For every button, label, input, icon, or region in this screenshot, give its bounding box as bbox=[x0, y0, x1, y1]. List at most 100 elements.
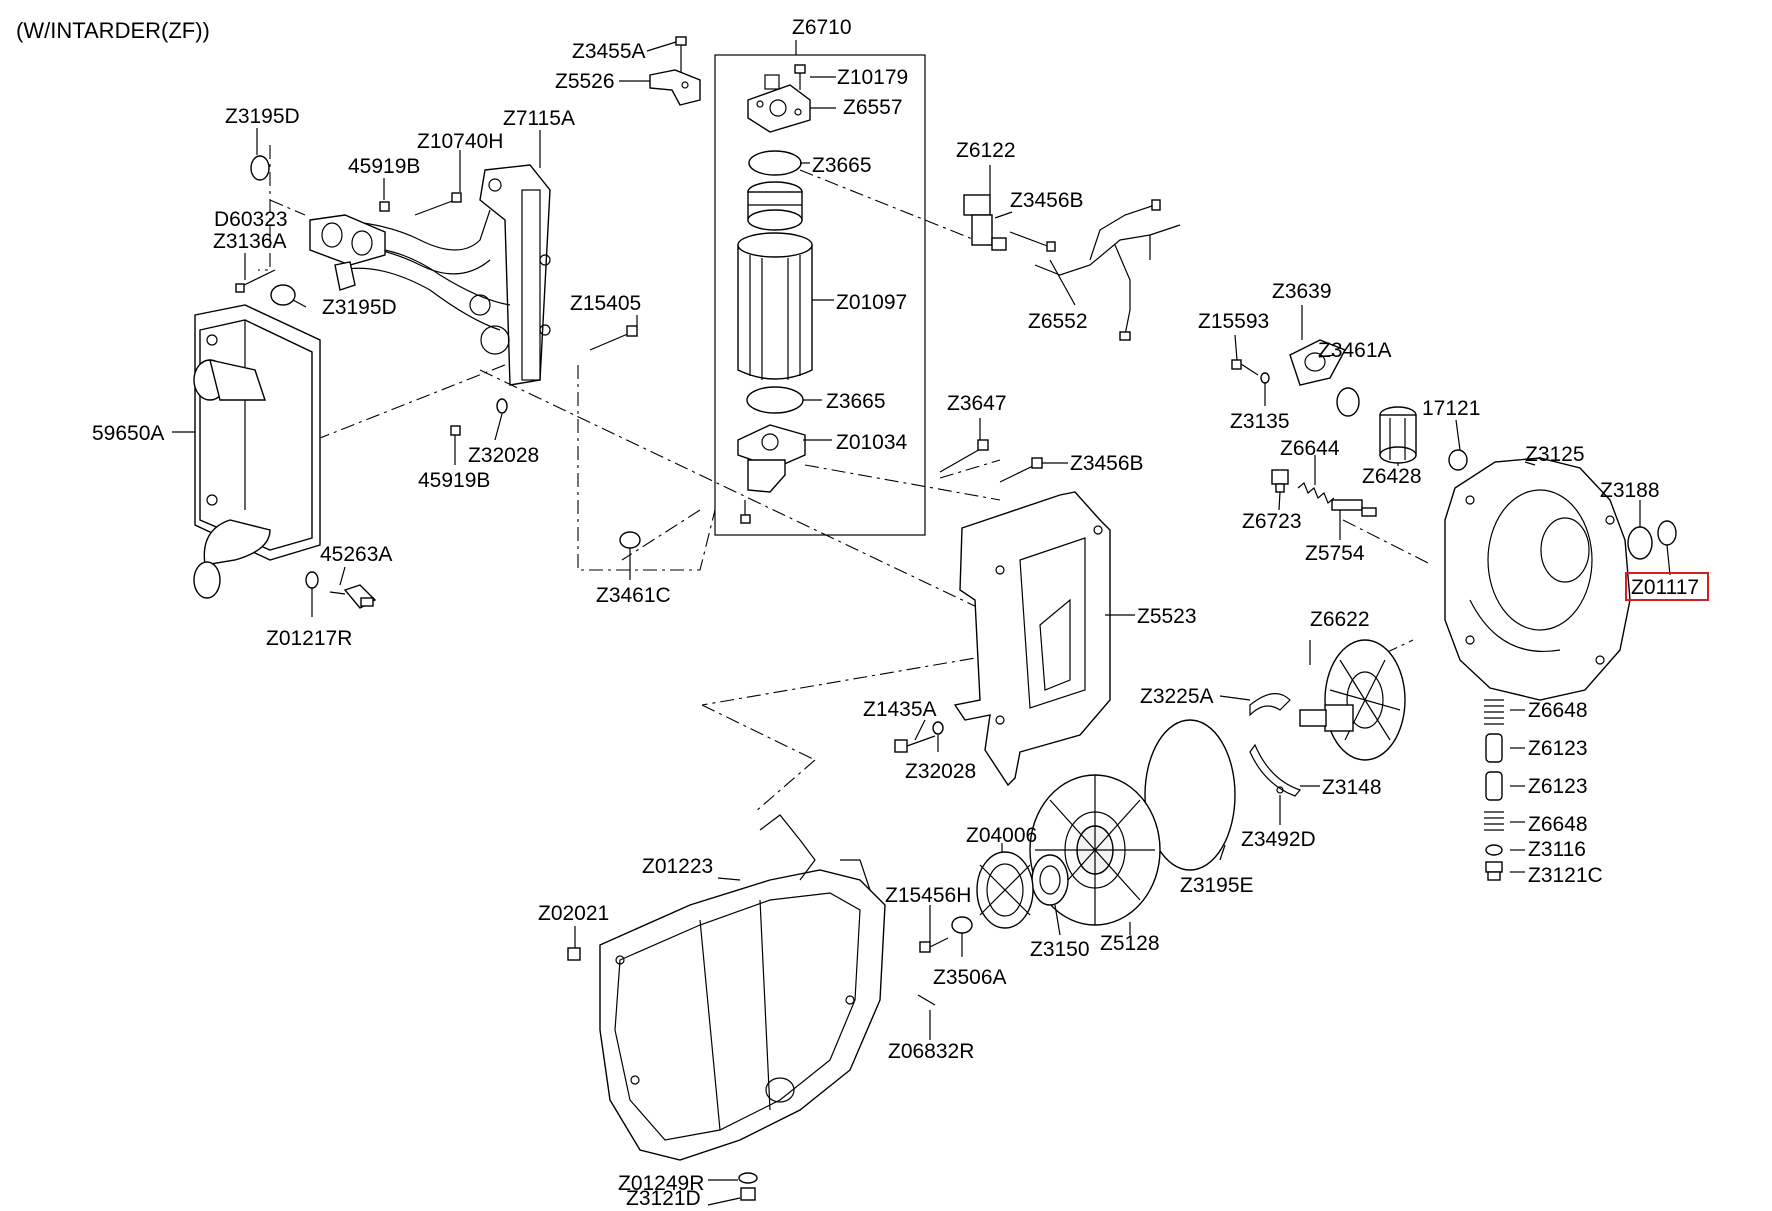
label-z01249r[interactable]: Z01249R bbox=[618, 1172, 704, 1195]
label-z3455a[interactable]: Z3455A bbox=[572, 40, 646, 63]
gasket-z3225a[interactable] bbox=[1249, 693, 1291, 717]
filter-cap-bolt[interactable] bbox=[794, 64, 806, 90]
label-z3461a[interactable]: Z3461A bbox=[1318, 339, 1392, 362]
strainer-z6428[interactable] bbox=[1379, 406, 1417, 464]
label-z6710[interactable]: Z6710 bbox=[792, 16, 852, 39]
gasket-z3148[interactable] bbox=[1249, 743, 1302, 797]
piston-z6123-bottom[interactable] bbox=[1485, 771, 1503, 801]
bracket-nut-bottom[interactable] bbox=[450, 425, 461, 436]
label-z6123-bottom[interactable]: Z6123 bbox=[1528, 775, 1588, 798]
label-z6723[interactable]: Z6723 bbox=[1242, 510, 1302, 533]
pressure-sensor[interactable] bbox=[963, 194, 1007, 251]
seal-z01249r[interactable] bbox=[738, 1172, 758, 1184]
cover-plate-z3639[interactable] bbox=[1289, 339, 1346, 386]
sensor-seal[interactable] bbox=[305, 571, 319, 589]
washer-z3506a[interactable] bbox=[951, 916, 973, 934]
label-z3456b-top[interactable]: Z3456B bbox=[1010, 189, 1084, 212]
label-z6122[interactable]: Z6122 bbox=[956, 139, 1016, 162]
label-z01223[interactable]: Z01223 bbox=[642, 855, 713, 878]
label-z1435a[interactable]: Z1435A bbox=[863, 698, 937, 721]
label-z6123-top[interactable]: Z6123 bbox=[1528, 737, 1588, 760]
label-z3136a[interactable]: Z3136A bbox=[213, 230, 287, 253]
spring-z6644[interactable] bbox=[1297, 482, 1335, 504]
label-z32028-bottom[interactable]: Z32028 bbox=[905, 760, 976, 783]
valve-z5754[interactable] bbox=[1331, 499, 1377, 517]
label-z3195d-bottom[interactable]: Z3195D bbox=[322, 296, 397, 319]
label-z3647[interactable]: Z3647 bbox=[947, 392, 1007, 415]
cooler-pipe-bracket[interactable] bbox=[469, 164, 551, 386]
label-z3665-top[interactable]: Z3665 bbox=[812, 154, 872, 177]
label-z04006[interactable]: Z04006 bbox=[966, 824, 1037, 847]
flange-seal-top[interactable] bbox=[250, 155, 270, 181]
label-z3461c[interactable]: Z3461C bbox=[596, 584, 671, 607]
sensor-bolt[interactable] bbox=[1009, 231, 1056, 252]
flange-stud[interactable] bbox=[235, 269, 276, 293]
bracket-bolt-long[interactable] bbox=[589, 325, 638, 351]
label-z5754[interactable]: Z5754 bbox=[1305, 542, 1365, 565]
label-z01034[interactable]: Z01034 bbox=[836, 431, 908, 454]
label-z6648-bottom[interactable]: Z6648 bbox=[1528, 813, 1588, 836]
label-z10179[interactable]: Z10179 bbox=[837, 66, 908, 89]
label-d60323[interactable]: D60323 bbox=[214, 208, 288, 231]
label-z01117[interactable]: Z01117 bbox=[1631, 576, 1699, 599]
label-z6557[interactable]: Z6557 bbox=[843, 96, 903, 119]
label-z7115a[interactable]: Z7115A bbox=[503, 107, 575, 130]
bracket-nut-top[interactable] bbox=[379, 201, 390, 212]
label-z3150[interactable]: Z3150 bbox=[1030, 938, 1090, 961]
bolt-z3647[interactable] bbox=[939, 439, 989, 473]
label-45263a[interactable]: 45263A bbox=[320, 543, 392, 566]
label-z32028-top[interactable]: Z32028 bbox=[468, 444, 539, 467]
filter-oring-top[interactable] bbox=[748, 150, 802, 176]
label-45919b-top[interactable]: 45919B bbox=[348, 155, 420, 178]
bracket-washer[interactable] bbox=[496, 398, 508, 414]
oil-cooler[interactable] bbox=[193, 304, 321, 599]
label-z3492d[interactable]: Z3492D bbox=[1241, 828, 1316, 851]
label-59650a[interactable]: 59650A bbox=[92, 422, 164, 445]
label-45919b-bottom[interactable]: 45919B bbox=[418, 469, 490, 492]
label-z6648-top[interactable]: Z6648 bbox=[1528, 699, 1588, 722]
plug-z6723[interactable] bbox=[1271, 469, 1289, 493]
label-z01097[interactable]: Z01097 bbox=[836, 291, 907, 314]
filter-piston[interactable] bbox=[747, 181, 803, 231]
plug-z3121d[interactable] bbox=[740, 1187, 756, 1201]
wiring-harness[interactable] bbox=[1034, 199, 1181, 341]
washer-z3135[interactable] bbox=[1260, 372, 1270, 384]
label-z3195e[interactable]: Z3195E bbox=[1180, 874, 1254, 897]
label-z6552[interactable]: Z6552 bbox=[1028, 310, 1088, 333]
temperature-sensor[interactable] bbox=[329, 584, 377, 609]
label-z3665-bottom[interactable]: Z3665 bbox=[826, 390, 886, 413]
filter-base-plate[interactable] bbox=[737, 424, 806, 524]
label-z02021[interactable]: Z02021 bbox=[538, 902, 609, 925]
retarder-cover[interactable] bbox=[1444, 457, 1631, 701]
label-z3135[interactable]: Z3135 bbox=[1230, 410, 1290, 433]
label-z01217r[interactable]: Z01217R bbox=[266, 627, 352, 650]
plug-17121[interactable] bbox=[1448, 449, 1468, 471]
piston-z6123-top[interactable] bbox=[1485, 733, 1503, 763]
label-z10740h[interactable]: Z10740H bbox=[417, 130, 503, 153]
pin-z06832r[interactable] bbox=[917, 994, 936, 1006]
bolt-z15593[interactable] bbox=[1231, 359, 1259, 376]
seal-z3188[interactable] bbox=[1627, 526, 1653, 560]
label-17121[interactable]: 17121 bbox=[1422, 397, 1480, 420]
label-z6428[interactable]: Z6428 bbox=[1362, 465, 1422, 488]
bolt-z02021[interactable] bbox=[567, 947, 581, 961]
label-z3125[interactable]: Z3125 bbox=[1525, 443, 1585, 466]
label-z15456h[interactable]: Z15456H bbox=[885, 884, 971, 907]
top-bracket-bolt[interactable] bbox=[675, 36, 687, 72]
intarder-mount-bracket[interactable] bbox=[953, 491, 1111, 787]
label-z3456b-bottom[interactable]: Z3456B bbox=[1070, 452, 1144, 475]
rotor-z6622[interactable] bbox=[1299, 639, 1406, 761]
pin-z3492d[interactable] bbox=[1276, 786, 1284, 794]
top-bracket[interactable] bbox=[649, 69, 701, 106]
label-z3148[interactable]: Z3148 bbox=[1322, 776, 1382, 799]
label-z6622[interactable]: Z6622 bbox=[1310, 608, 1370, 631]
label-z15405[interactable]: Z15405 bbox=[570, 292, 641, 315]
label-z15593[interactable]: Z15593 bbox=[1198, 310, 1269, 333]
plug-z3121c[interactable] bbox=[1485, 861, 1503, 881]
spring-z6648-top[interactable] bbox=[1484, 699, 1504, 725]
flange-seal-bottom[interactable] bbox=[270, 284, 296, 306]
label-z3121d[interactable]: Z3121D bbox=[626, 1187, 701, 1210]
label-z6644[interactable]: Z6644 bbox=[1280, 437, 1340, 460]
pipe-flange[interactable] bbox=[309, 214, 386, 291]
filter-oring-bottom[interactable] bbox=[746, 386, 804, 414]
